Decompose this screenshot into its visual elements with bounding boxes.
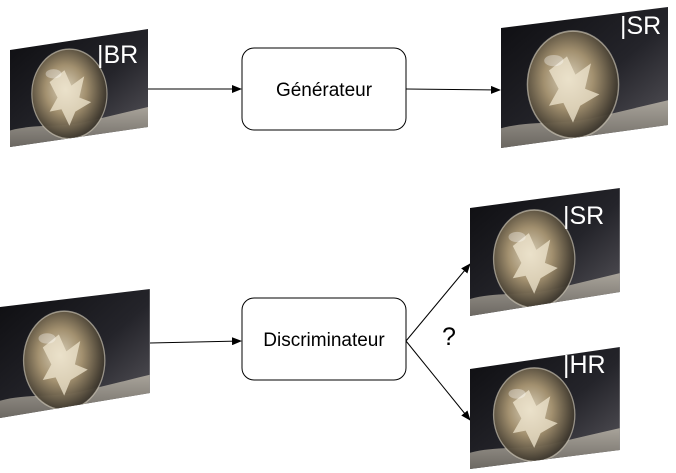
- candidate-hr-image: |HR: [470, 347, 620, 469]
- generator-label: Générateur: [276, 80, 373, 101]
- arrow-input-to-discriminator: [149, 337, 242, 346]
- disc-input-image: [0, 289, 150, 418]
- candidate-sr-image: |SR: [470, 188, 620, 316]
- input-lr-image: |BR: [10, 29, 148, 147]
- discriminator-label: Discriminateur: [263, 330, 385, 351]
- gen-output-sr-image: |SR: [501, 7, 668, 148]
- arrow-discriminator-to-sr: [405, 263, 471, 342]
- gen-output-tag: |SR: [620, 12, 661, 40]
- candidate-hr-tag: |HR: [563, 351, 606, 379]
- generator-node: Générateur: [241, 47, 407, 131]
- input-lr-tag: |BR: [97, 41, 138, 69]
- candidate-sr-tag: |SR: [563, 202, 604, 230]
- arrow-generator-to-output: [405, 85, 501, 94]
- question-mark: ?: [442, 323, 456, 351]
- discriminator-node: Discriminateur: [241, 297, 407, 381]
- arrow-discriminator-to-hr: [405, 340, 471, 421]
